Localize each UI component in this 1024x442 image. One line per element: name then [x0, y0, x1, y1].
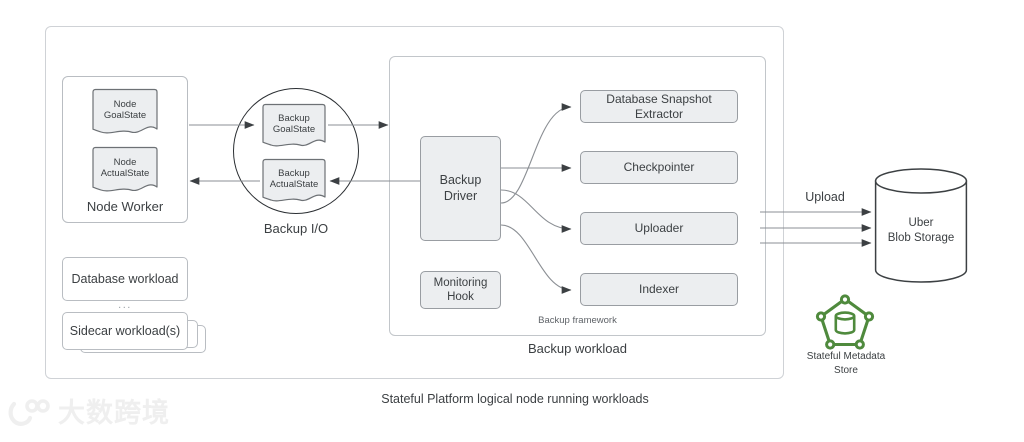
uploader-box: Uploader	[580, 212, 738, 245]
backup-workload-caption: Backup workload	[528, 341, 627, 356]
node-goalstate-document: Node GoalState	[91, 88, 159, 138]
blob-storage-line1: Uber	[908, 216, 934, 229]
database-snapshot-extractor-label: Database Snapshot Extractor	[606, 91, 712, 121]
checkpointer-label: Checkpointer	[623, 160, 695, 174]
uploader-label: Uploader	[634, 221, 684, 235]
stateful-metadata-store-label: Stateful Metadata Store	[790, 350, 902, 377]
indexer-box: Indexer	[580, 273, 738, 306]
database-workload-box: Database workload	[62, 257, 188, 301]
upload-label: Upload	[805, 190, 845, 204]
blob-storage-line2: Blob Storage	[887, 231, 955, 244]
backup-framework-box	[389, 56, 766, 336]
watermark-text: 大数跨境	[58, 397, 170, 429]
backup-driver-line1: Backup	[439, 172, 482, 187]
monitoring-hook-line1: Monitoring	[433, 276, 488, 289]
watermark: 大数跨境	[8, 398, 170, 428]
page-caption: Stateful Platform logical node running w…	[381, 392, 649, 406]
backup-actualstate-document: Backup ActualState	[261, 158, 327, 206]
database-snapshot-extractor-box: Database Snapshot Extractor	[580, 90, 738, 123]
node-worker-caption: Node Worker	[86, 199, 164, 214]
database-workload-label: Database workload	[71, 272, 179, 286]
backup-driver-box: Backup Driver	[420, 136, 501, 241]
backup-framework-label: Backup framework	[538, 315, 617, 326]
sidecar-workload-label: Sidecar workload(s)	[69, 324, 181, 338]
backup-io-caption: Backup I/O	[263, 221, 329, 236]
checkpointer-box: Checkpointer	[580, 151, 738, 184]
monitoring-hook-box: Monitoring Hook	[420, 271, 501, 309]
node-actualstate-document: Node ActualState	[91, 146, 159, 196]
indexer-label: Indexer	[638, 282, 680, 296]
stateful-metadata-store-icon	[814, 294, 876, 352]
uber-blob-storage-cylinder: Uber Blob Storage	[874, 168, 968, 283]
metadata-store-line1: Stateful Metadata	[806, 351, 886, 362]
backup-io-circle	[233, 88, 359, 214]
metadata-store-line2: Store	[834, 364, 858, 376]
backup-goalstate-document: Backup GoalState	[261, 103, 327, 151]
sidecar-workload-box: Sidecar workload(s)	[62, 312, 188, 350]
stateful-platform-node-container	[45, 26, 784, 379]
watermark-logo-icon	[8, 399, 50, 426]
monitoring-hook-line2: Hook	[447, 291, 474, 303]
backup-driver-line2: Driver	[443, 188, 478, 203]
workload-ellipsis: ...	[118, 299, 132, 311]
